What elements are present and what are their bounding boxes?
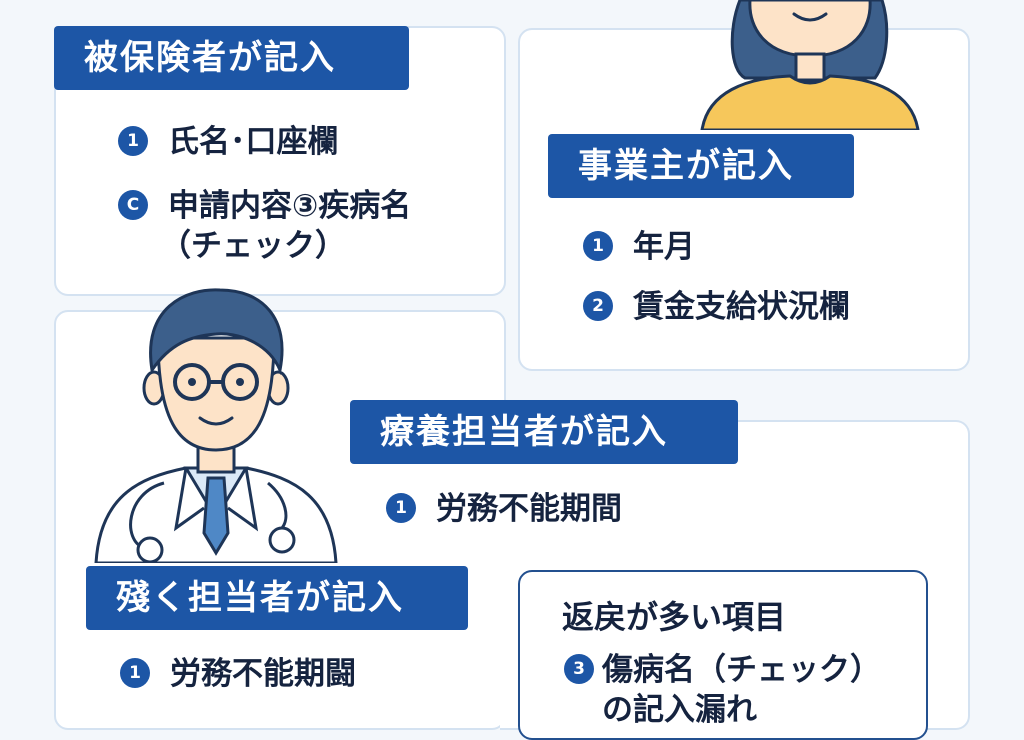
medical-banner: 療養担当者が記入 — [350, 400, 738, 464]
returns-title: 返戻が多い項目 — [562, 598, 787, 636]
employer-item-2-text: 賃金支給状況欄 — [633, 289, 850, 325]
employer-item-1: 1 年月 — [583, 227, 695, 267]
insured-item-2-text: 申請内容③疾病名 — [168, 188, 412, 224]
insured-item-2-subtext: （チェック） — [160, 228, 346, 264]
number-badge: 1 — [386, 493, 416, 523]
woman-avatar-icon — [700, 0, 920, 130]
number-badge: 1 — [118, 126, 148, 156]
medical-item-1: 1 労務不能期間 — [386, 489, 622, 529]
employer-banner: 事業主が記入 — [548, 134, 854, 198]
letter-badge: C — [118, 190, 148, 220]
insured-banner: 被保険者が記入 — [54, 26, 409, 90]
number-badge: 3 — [564, 654, 594, 684]
insured-item-1-text: 氏名･口座欄 — [168, 124, 339, 160]
number-badge: 1 — [120, 658, 150, 688]
returns-item-1-text: 傷病名（チェック） — [602, 652, 881, 688]
medical2-banner: 殘く担当者が記入 — [86, 566, 468, 630]
medical-item-1-text: 労務不能期間 — [436, 491, 622, 527]
number-badge: 1 — [583, 231, 613, 261]
insured-item-1: 1 氏名･口座欄 — [118, 122, 339, 162]
returns-item-1-subtext: の記入漏れ — [602, 692, 757, 728]
returns-item-1: 3 傷病名（チェック） の記入漏れ — [564, 650, 881, 730]
doctor-avatar-icon — [94, 288, 338, 563]
insured-item-2: C 申請内容③疾病名 （チェック） — [118, 186, 411, 266]
employer-item-1-text: 年月 — [633, 229, 695, 265]
employer-item-2: 2 賃金支給状況欄 — [583, 287, 850, 327]
medical2-item-1-text: 労務不能期闘 — [170, 656, 356, 692]
number-badge: 2 — [583, 291, 613, 321]
medical2-item-1: 1 労務不能期闘 — [120, 654, 356, 694]
